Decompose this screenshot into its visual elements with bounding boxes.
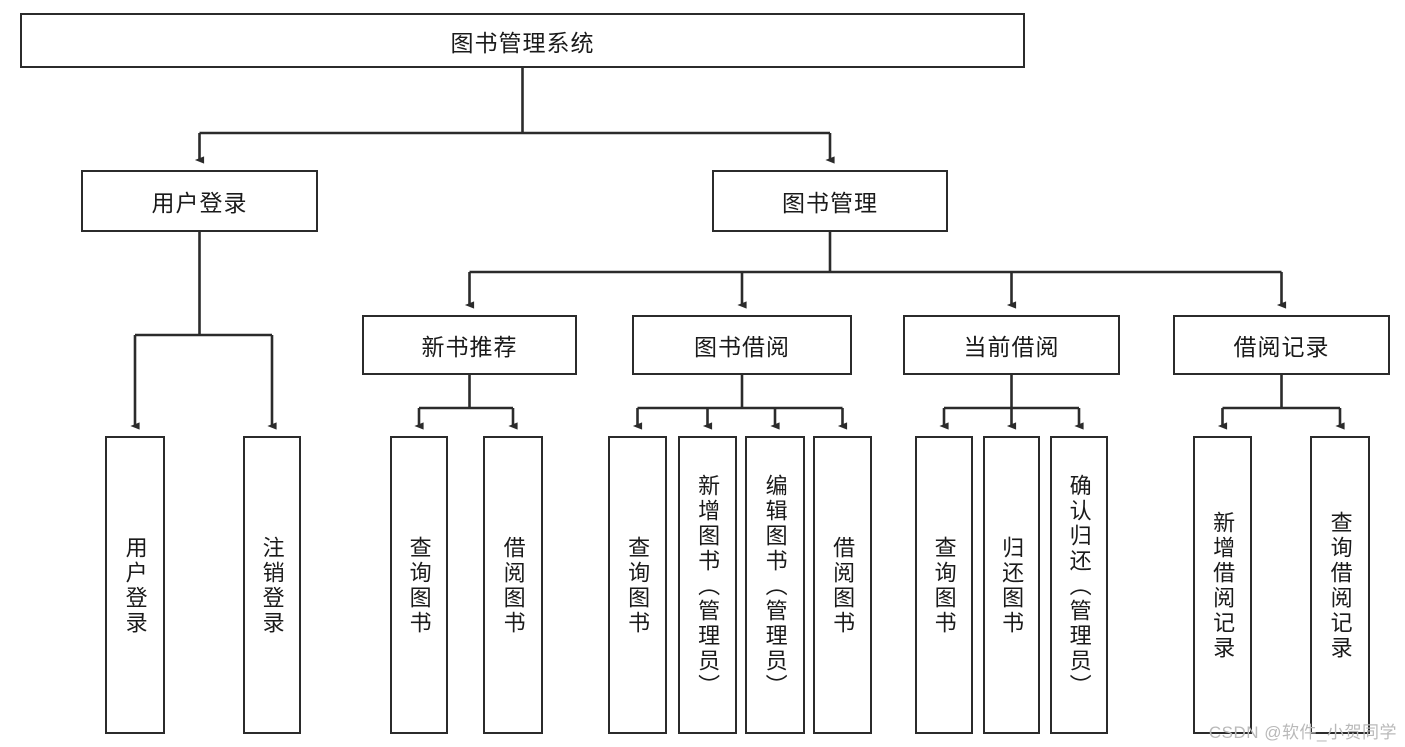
node-leaf-confirm-return-admin[interactable]: 确认归还（管理员） xyxy=(1050,436,1108,734)
node-leaf-query-borrow-record-label: 查询借阅记录 xyxy=(1327,511,1353,661)
node-leaf-user-login[interactable]: 用户登录 xyxy=(105,436,165,734)
node-borrow-record[interactable]: 借阅记录 xyxy=(1173,315,1390,375)
node-book-borrow-label: 图书借阅 xyxy=(694,334,790,360)
node-leaf-confirm-return-admin-label: 确认归还（管理员） xyxy=(1066,473,1092,699)
node-leaf-borrow-book[interactable]: 借阅图书 xyxy=(813,436,872,734)
node-book-manage[interactable]: 图书管理 xyxy=(712,170,948,232)
node-leaf-add-book-admin[interactable]: 新增图书（管理员） xyxy=(678,436,737,734)
node-leaf-borrow-book-label: 借阅图书 xyxy=(830,536,856,636)
node-book-manage-label: 图书管理 xyxy=(782,190,878,216)
node-new-book-recommend[interactable]: 新书推荐 xyxy=(362,315,577,375)
node-leaf-borrow-book-rec[interactable]: 借阅图书 xyxy=(483,436,543,734)
node-root[interactable]: 图书管理系统 xyxy=(20,13,1025,68)
node-leaf-edit-book-admin[interactable]: 编辑图书（管理员） xyxy=(745,436,805,734)
node-current-borrow-label: 当前借阅 xyxy=(963,334,1060,360)
node-new-book-recommend-label: 新书推荐 xyxy=(421,334,518,360)
node-leaf-query-borrow-record[interactable]: 查询借阅记录 xyxy=(1310,436,1370,734)
node-leaf-query-book-borrow-label: 查询图书 xyxy=(625,536,651,636)
node-user-login[interactable]: 用户登录 xyxy=(81,170,318,232)
node-borrow-record-label: 借阅记录 xyxy=(1233,334,1330,360)
node-leaf-query-book-rec-label: 查询图书 xyxy=(406,536,432,636)
node-leaf-add-borrow-record-label: 新增借阅记录 xyxy=(1210,511,1236,661)
node-leaf-return-book-label: 归还图书 xyxy=(999,536,1025,636)
node-leaf-user-login-label: 用户登录 xyxy=(122,536,148,636)
node-leaf-borrow-book-rec-label: 借阅图书 xyxy=(500,536,526,636)
node-leaf-add-book-admin-label: 新增图书（管理员） xyxy=(695,473,721,699)
node-leaf-return-book[interactable]: 归还图书 xyxy=(983,436,1040,734)
node-root-label: 图书管理系统 xyxy=(450,29,595,56)
node-current-borrow[interactable]: 当前借阅 xyxy=(903,315,1120,375)
node-leaf-query-book-borrow[interactable]: 查询图书 xyxy=(608,436,667,734)
node-book-borrow[interactable]: 图书借阅 xyxy=(632,315,852,375)
node-leaf-query-book-current-label: 查询图书 xyxy=(931,536,957,636)
node-leaf-query-book-rec[interactable]: 查询图书 xyxy=(390,436,448,734)
node-leaf-logout-label: 注销登录 xyxy=(259,536,285,636)
node-leaf-logout[interactable]: 注销登录 xyxy=(243,436,301,734)
node-leaf-edit-book-admin-label: 编辑图书（管理员） xyxy=(762,473,788,699)
node-leaf-add-borrow-record[interactable]: 新增借阅记录 xyxy=(1193,436,1252,734)
node-leaf-query-book-current[interactable]: 查询图书 xyxy=(915,436,973,734)
node-user-login-label: 用户登录 xyxy=(151,190,248,216)
watermark: CSDN @软件_小贺同学 xyxy=(1208,723,1397,742)
